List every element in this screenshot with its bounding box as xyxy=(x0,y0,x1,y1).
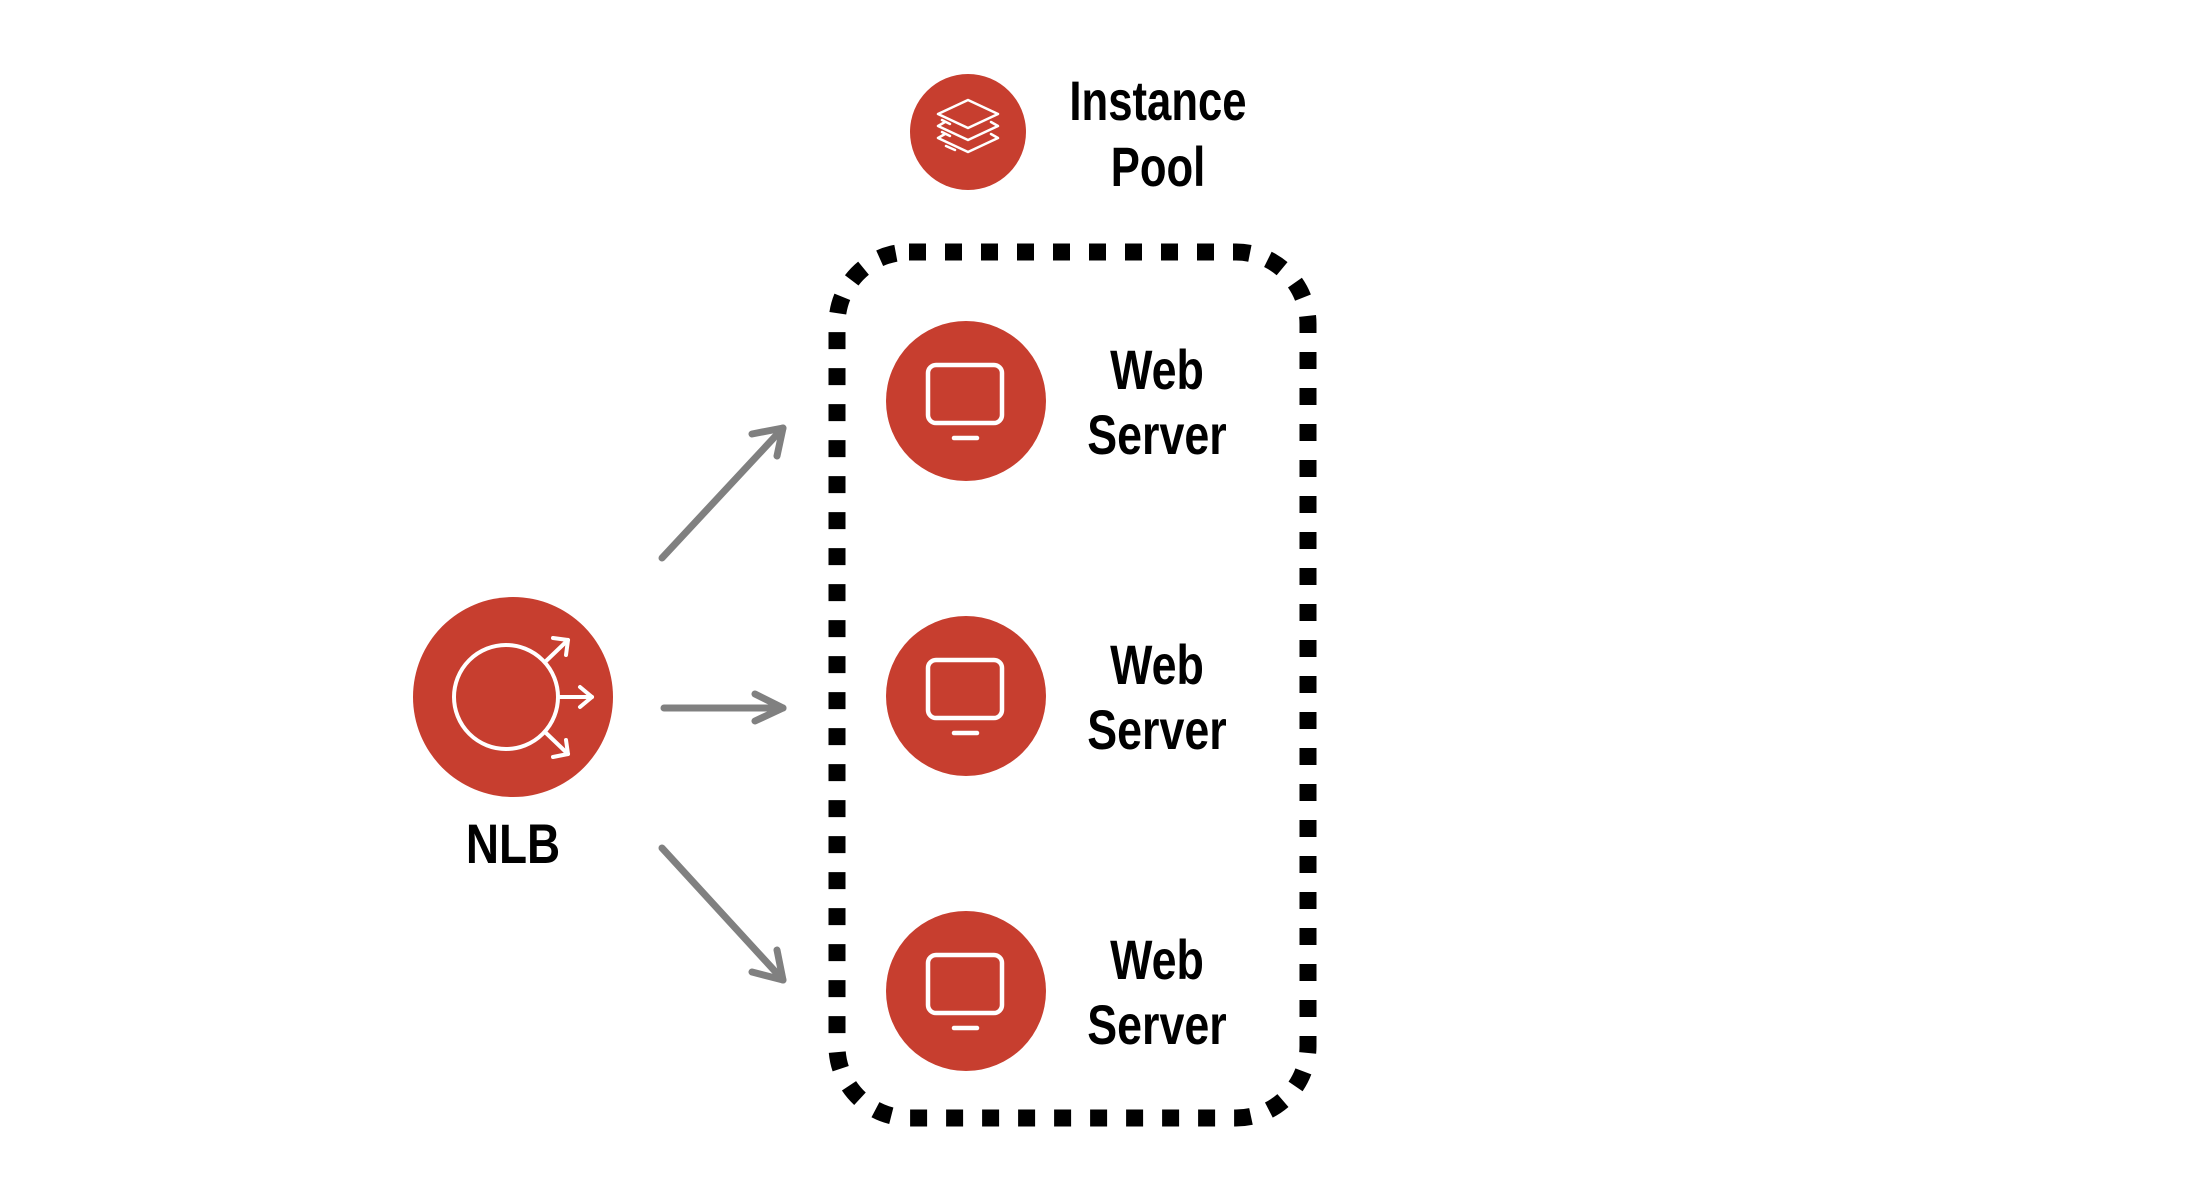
web-server-label-line1: Web xyxy=(1110,928,1204,991)
arrow-to-server-1 xyxy=(658,424,787,562)
arrows xyxy=(658,424,787,984)
web-server-label-line2: Server xyxy=(1087,698,1226,761)
web-server-label-line2: Server xyxy=(1087,403,1226,466)
web-server-circle xyxy=(886,321,1046,481)
arrow-to-server-2 xyxy=(660,690,787,725)
instance-pool-node: Instance Pool xyxy=(910,70,1247,198)
web-server-label-line1: Web xyxy=(1110,338,1204,401)
nlb-node: NLB xyxy=(413,597,613,875)
nlb-label: NLB xyxy=(466,813,560,875)
monitor-icon xyxy=(925,952,1005,1031)
web-server-label-line2: Server xyxy=(1087,993,1226,1056)
monitor-icon xyxy=(925,362,1005,441)
monitor-icon xyxy=(925,657,1005,736)
instance-pool-label-line1: Instance xyxy=(1069,70,1246,132)
instance-pool-label-line2: Pool xyxy=(1111,136,1206,198)
arrow-to-server-3 xyxy=(658,844,787,984)
web-server-circle xyxy=(886,616,1046,776)
load-balancer-icon xyxy=(452,636,594,759)
web-server-circle xyxy=(886,911,1046,1071)
instance-pool-circle xyxy=(910,74,1026,190)
web-server-label-line1: Web xyxy=(1110,633,1204,696)
instance-pool-group-border xyxy=(828,243,1317,1127)
layers-icon xyxy=(936,98,1000,154)
